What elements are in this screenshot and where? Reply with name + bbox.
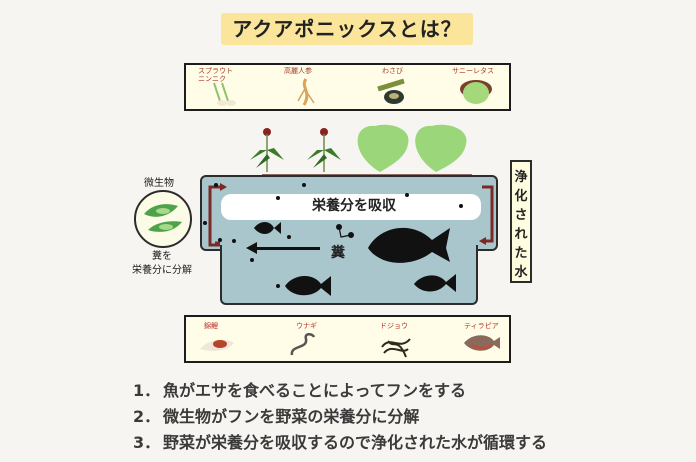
decompose-label-line1: 糞を bbox=[152, 251, 172, 262]
plant-label: 高麗人参 bbox=[284, 67, 312, 75]
water-flow-arrows bbox=[208, 183, 494, 247]
particle bbox=[405, 193, 409, 197]
step-number: 1． bbox=[133, 381, 161, 400]
tank-lower bbox=[220, 245, 478, 305]
plants-illustration bbox=[250, 124, 467, 172]
fish-item-loach: ドジョウ bbox=[376, 317, 456, 361]
purified-char: 化 bbox=[514, 189, 528, 204]
plant-item-sunny-lettuce: サニーレタス bbox=[446, 65, 526, 109]
fish-item-koi: 錦鯉 bbox=[190, 317, 270, 361]
step-item: 2．微生物がフンを野菜の栄養分に分解 bbox=[133, 404, 547, 430]
fish-small-icon bbox=[254, 222, 281, 234]
particle bbox=[214, 183, 218, 187]
particle bbox=[232, 239, 236, 243]
step-item: 1．魚がエサを食べることによってフンをする bbox=[133, 378, 547, 404]
particle bbox=[276, 284, 280, 288]
particle bbox=[250, 258, 254, 262]
microbe-label: 微生物 bbox=[144, 178, 174, 189]
particle bbox=[276, 196, 280, 200]
sunny-lettuce-icon bbox=[460, 80, 492, 104]
step-item: 3．野菜が栄養分を吸収するので浄化された水が循環する bbox=[133, 430, 547, 456]
absorb-nutrients-label: 栄養分を吸収 bbox=[302, 195, 406, 217]
purified-char: 浄 bbox=[514, 170, 528, 185]
koi-icon bbox=[200, 339, 234, 351]
step-text: 魚がエサを食べることによってフンをする bbox=[163, 381, 467, 400]
tilapia-icon bbox=[464, 335, 500, 351]
step-text: 野菜が栄養分を吸収するので浄化された水が循環する bbox=[163, 433, 548, 452]
fish-panel: 錦鯉 ウナギ ドジョウ ティラピア bbox=[184, 315, 511, 363]
particle bbox=[287, 235, 291, 239]
fish-medium-icon-2 bbox=[414, 274, 456, 292]
fish-medium-icon bbox=[285, 275, 331, 296]
decompose-label: 糞を 栄養分に分解 bbox=[126, 250, 198, 278]
particle bbox=[302, 183, 306, 187]
loach-icon bbox=[381, 338, 411, 358]
plant-label: サニーレタス bbox=[452, 67, 494, 75]
particle bbox=[218, 238, 222, 242]
decompose-label-line2: 栄養分に分解 bbox=[132, 265, 192, 276]
purified-water-label: 浄 化 さ れ た 水 bbox=[510, 160, 532, 283]
step-number: 3． bbox=[133, 433, 161, 452]
page-title: アクアポニックスとは？ bbox=[221, 13, 473, 45]
fish-item-eel: ウナギ bbox=[286, 317, 366, 361]
microbe-icon bbox=[144, 204, 182, 232]
sprout-garlic-icon bbox=[213, 82, 236, 106]
microbe-bubble bbox=[134, 190, 192, 248]
step-number: 2． bbox=[133, 407, 161, 426]
fish-label: ティラピア bbox=[464, 322, 499, 330]
poop-particles-icon bbox=[336, 224, 354, 238]
purified-char: れ bbox=[514, 227, 528, 242]
particle bbox=[459, 204, 463, 208]
plant-label: スプラウト ニンニク bbox=[198, 67, 233, 83]
purified-char: た bbox=[514, 246, 528, 261]
fish-large-icon bbox=[368, 227, 450, 263]
fish-label: 錦鯉 bbox=[204, 322, 218, 330]
steps-list: 1．魚がエサを食べることによってフンをする 2．微生物がフンを野菜の栄養分に分解… bbox=[133, 378, 547, 456]
step-text: 微生物がフンを野菜の栄養分に分解 bbox=[163, 407, 420, 426]
poop-flow-arrow bbox=[256, 247, 320, 250]
plants-panel: スプラウト ニンニク 高麗人参 わさび サニーレタス bbox=[184, 63, 511, 111]
wasabi-icon bbox=[377, 78, 405, 104]
plant-item-ginseng: 高麗人参 bbox=[278, 65, 358, 109]
particle bbox=[203, 221, 207, 225]
purified-char: さ bbox=[514, 208, 528, 223]
ginseng-icon bbox=[297, 78, 315, 106]
plant-item-sprout-garlic: スプラウト ニンニク bbox=[194, 65, 274, 109]
purified-char: 水 bbox=[514, 265, 528, 280]
plant-label: わさび bbox=[382, 67, 403, 75]
eel-icon bbox=[290, 333, 316, 356]
fish-label: ウナギ bbox=[296, 322, 317, 330]
poop-label: 糞 bbox=[331, 245, 345, 261]
fish-item-tilapia: ティラピア bbox=[448, 317, 528, 361]
plant-item-wasabi: わさび bbox=[368, 65, 448, 109]
arrow-left-icon bbox=[246, 242, 257, 254]
fish-label: ドジョウ bbox=[380, 322, 408, 330]
